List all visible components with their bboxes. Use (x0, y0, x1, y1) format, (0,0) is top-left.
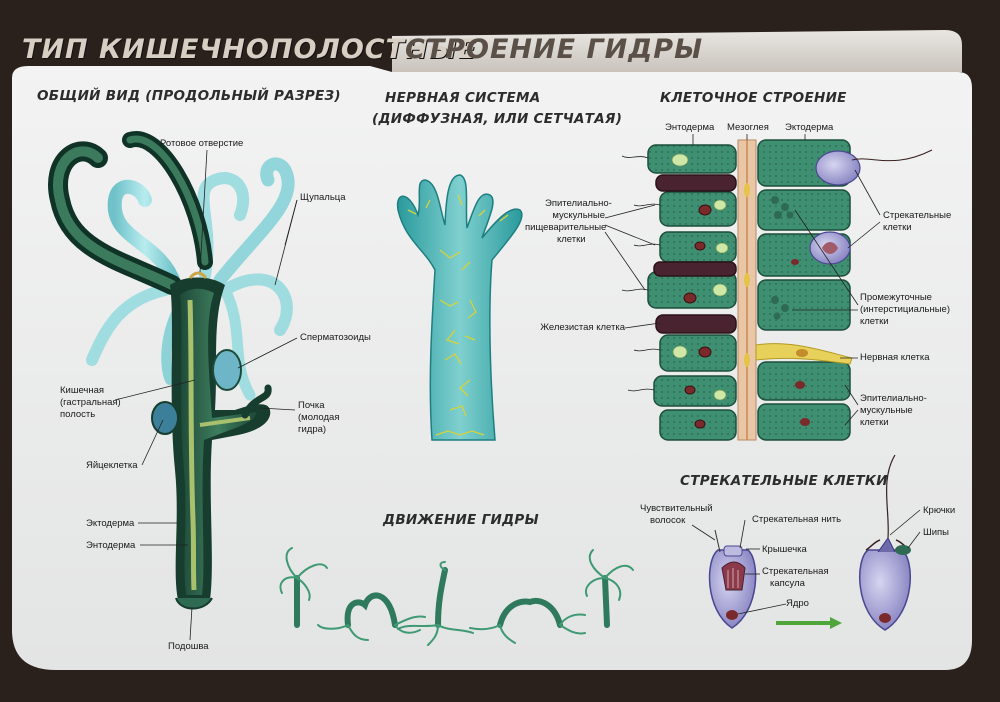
section-title-movement: ДВИЖЕНИЕ ГИДРЫ (383, 512, 539, 528)
label-hooks: Крючки (923, 505, 956, 516)
label-epi-digest-line4: клетки (557, 234, 586, 245)
section-title-stinging-cells: СТРЕКАТЕЛЬНЫЕ КЛЕТКИ (680, 473, 888, 489)
label-interstitial-line1: Промежуточные (860, 292, 932, 303)
label-gut-cavity-line3: полость (60, 409, 96, 420)
label-bud-line1: Почка (298, 400, 325, 411)
topic-title: СТРОЕНИЕ ГИДРЫ (405, 34, 704, 65)
label-interstitial-line2: (интерстициальные) (860, 304, 950, 315)
label-hair-line1: Чувствительный (640, 503, 713, 514)
label-epi-muscle-line3: клетки (860, 417, 889, 428)
label-stinging-line2: клетки (883, 222, 912, 233)
hydra-section-illustration (48, 131, 295, 610)
section-title-general-view: ОБЩИЙ ВИД (ПРОДОЛЬНЫЙ РАЗРЕЗ) (37, 88, 341, 104)
cell-leader-lines (604, 134, 881, 426)
section-title-nervous-system-line2: (ДИФФУЗНАЯ, ИЛИ СЕТЧАТАЯ) (372, 111, 623, 127)
type-title: ТИП КИШЕЧНОПОЛОСТНЫЕ (22, 34, 478, 65)
sting-leader-lines (691, 509, 921, 615)
label-epi-muscle-line1: Эпителиально- (860, 393, 927, 404)
label-bud-line3: гидра) (298, 424, 327, 435)
label-capsule-line2: капсула (770, 578, 805, 589)
label-cell-mesoglea: Мезоглея (727, 122, 769, 133)
label-thread: Стрекательная нить (752, 514, 842, 525)
label-epi-digest-line2: мускульные (552, 210, 605, 221)
label-nerve-cell: Нервная клетка (860, 352, 930, 363)
label-tentacles: Щупальца (300, 192, 346, 203)
label-spines: Шипы (923, 527, 949, 538)
label-interstitial-line3: клетки (860, 316, 889, 327)
label-epi-muscle-line2: мускульные (860, 405, 913, 416)
section-title-nervous-system-line1: НЕРВНАЯ СИСТЕМА (385, 90, 541, 106)
label-egg: Яйцеклетка (86, 460, 138, 471)
label-gland-cell: Железистая клетка (540, 322, 625, 333)
label-mouth: Ротовое отверстие (160, 138, 244, 149)
stinging-cells-illustration (708, 454, 911, 631)
label-lid: Крышечка (762, 544, 807, 555)
label-nucleus: Ядро (786, 598, 809, 609)
label-stinging-line1: Стрекательные (883, 210, 952, 221)
label-cell-endoderm: Энтодерма (665, 122, 715, 133)
nervous-system-illustration (396, 174, 523, 441)
label-gut-cavity-line1: Кишечная (60, 385, 105, 396)
label-sole: Подошва (168, 641, 209, 652)
label-epi-digest-line1: Эпителиально- (545, 198, 612, 209)
cell-structure-illustration (621, 139, 933, 441)
label-hair-line2: волосок (650, 515, 686, 526)
label-gut-cavity-line2: (гастральная) (60, 397, 121, 408)
movement-sequence-illustration (279, 547, 634, 646)
label-bud-line2: (молодая (298, 412, 340, 423)
label-sperm: Сперматозоиды (300, 332, 371, 343)
label-cell-ectoderm: Эктодерма (785, 122, 834, 133)
section-title-cell-structure: КЛЕТОЧНОЕ СТРОЕНИЕ (660, 90, 847, 106)
label-epi-digest-line3: пищеварительные (525, 222, 607, 233)
label-capsule-line1: Стрекательная (762, 566, 829, 577)
label-endoderm: Энтодерма (86, 540, 136, 551)
general-leader-lines (114, 149, 298, 641)
label-ectoderm: Эктодерма (86, 518, 135, 529)
